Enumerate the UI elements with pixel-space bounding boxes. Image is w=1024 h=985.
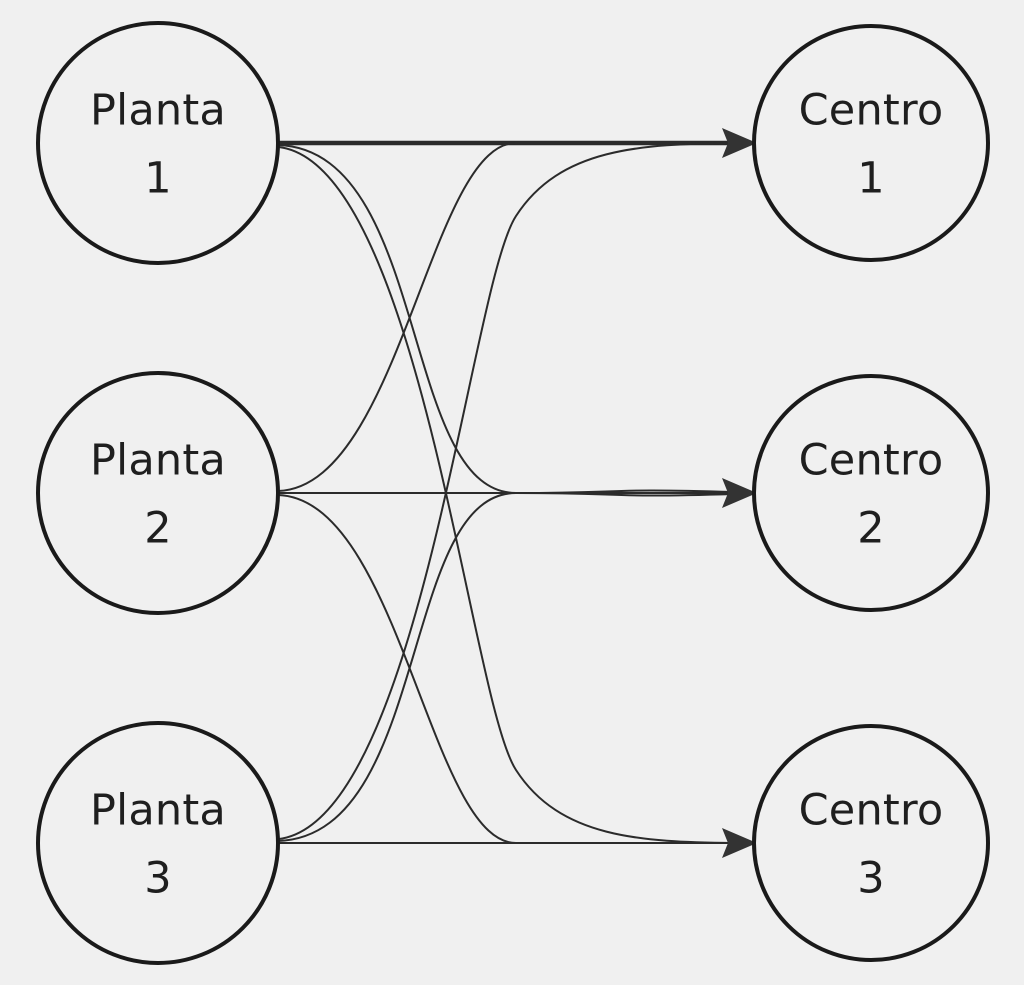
edge-planta-1-to-centro-3 xyxy=(278,146,736,844)
node-label-centro-3-index: 3 xyxy=(857,854,885,904)
arrow-centro-2-icon xyxy=(722,478,757,508)
node-circle-centro-2 xyxy=(752,374,990,612)
node-label-centro-1-index: 1 xyxy=(857,154,885,204)
node-label-planta-3-name: Planta xyxy=(90,786,226,836)
node-circle-planta-1 xyxy=(36,21,280,265)
node-label-centro-2-name: Centro xyxy=(799,436,944,486)
node-planta-1[interactable]: Planta 1 xyxy=(36,21,280,265)
node-label-planta-2-index: 2 xyxy=(144,504,172,554)
edge-planta-3-to-centro-1 xyxy=(278,142,736,840)
node-centro-3[interactable]: Centro 3 xyxy=(752,724,990,962)
node-label-planta-1-index: 1 xyxy=(144,154,172,204)
edge-planta-2-to-centro-3 xyxy=(277,494,735,845)
node-label-planta-2-name: Planta xyxy=(90,436,226,486)
node-centro-2[interactable]: Centro 2 xyxy=(752,374,990,612)
node-circle-centro-1 xyxy=(752,24,990,262)
node-label-centro-3-name: Centro xyxy=(799,786,944,836)
node-label-centro-1-name: Centro xyxy=(799,86,944,136)
edges-layer xyxy=(277,140,736,845)
edge-planta-2-to-centro-1 xyxy=(277,141,735,492)
arrowheads-layer xyxy=(722,128,757,858)
nodes-layer: Planta1Planta2Planta3Centro1Centro2Centr… xyxy=(36,21,990,965)
node-label-centro-2-index: 2 xyxy=(857,504,885,554)
node-planta-3[interactable]: Planta 3 xyxy=(36,721,280,965)
edge-planta-3-to-centro-2 xyxy=(277,491,736,842)
arrow-centro-3-icon xyxy=(722,828,757,858)
node-label-planta-1-name: Planta xyxy=(90,86,226,136)
node-circle-planta-3 xyxy=(36,721,280,965)
node-circle-planta-2 xyxy=(36,371,280,615)
node-centro-1[interactable]: Centro 1 xyxy=(752,24,990,262)
node-planta-2[interactable]: Planta 2 xyxy=(36,371,280,615)
arrow-centro-1-icon xyxy=(722,128,757,158)
node-circle-centro-3 xyxy=(752,724,990,962)
edge-planta-1-to-centro-2 xyxy=(277,144,736,495)
node-label-planta-3-index: 3 xyxy=(144,854,172,904)
